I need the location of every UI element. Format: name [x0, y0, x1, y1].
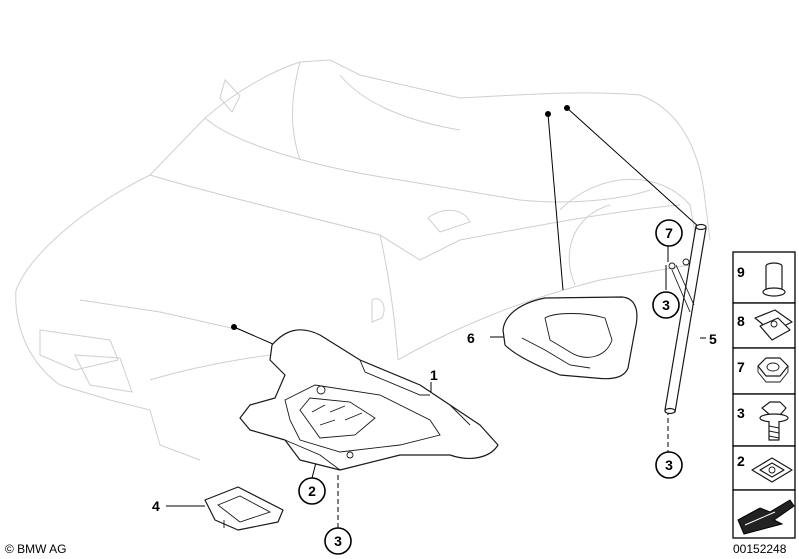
callout-part-6: 6 [467, 330, 475, 346]
clip-nut-icon [754, 309, 793, 341]
callout-labels: 1 6 5 4 [152, 330, 717, 514]
legend-label-8: 8 [737, 313, 745, 329]
legend-label-7: 7 [737, 359, 745, 375]
legend-label-3: 3 [737, 405, 745, 421]
legend-label-2: 2 [737, 453, 745, 469]
underbody-guard-plate [239, 329, 499, 471]
diagram-number: 00152248 [733, 542, 787, 556]
hex-nut-icon [757, 357, 789, 383]
strut-rod [664, 223, 707, 415]
circled-callouts: 2 3 3 3 7 [298, 219, 683, 555]
callout-part-3-rod-top: 3 [662, 297, 670, 313]
legend-label-9: 9 [737, 264, 745, 280]
small-cover-plate [204, 486, 284, 531]
flange-bolt-icon [759, 401, 789, 441]
callout-part-7: 7 [665, 225, 673, 241]
bushing-icon [762, 262, 786, 297]
arrow-icon [737, 499, 795, 535]
callout-part-2: 2 [308, 483, 316, 499]
spring-nut-icon [751, 457, 793, 483]
copyright-text: © BMW AG [5, 542, 67, 556]
callout-part-1: 1 [430, 367, 438, 383]
car-outline [15, 59, 711, 461]
fastener-legend: 9 8 7 3 2 [732, 251, 796, 539]
callout-part-5: 5 [709, 331, 717, 347]
callout-part-3-rod-bottom: 3 [665, 457, 673, 473]
trim-panel [502, 296, 638, 380]
callout-part-4: 4 [152, 498, 160, 514]
callout-part-3-bottom: 3 [334, 533, 342, 549]
